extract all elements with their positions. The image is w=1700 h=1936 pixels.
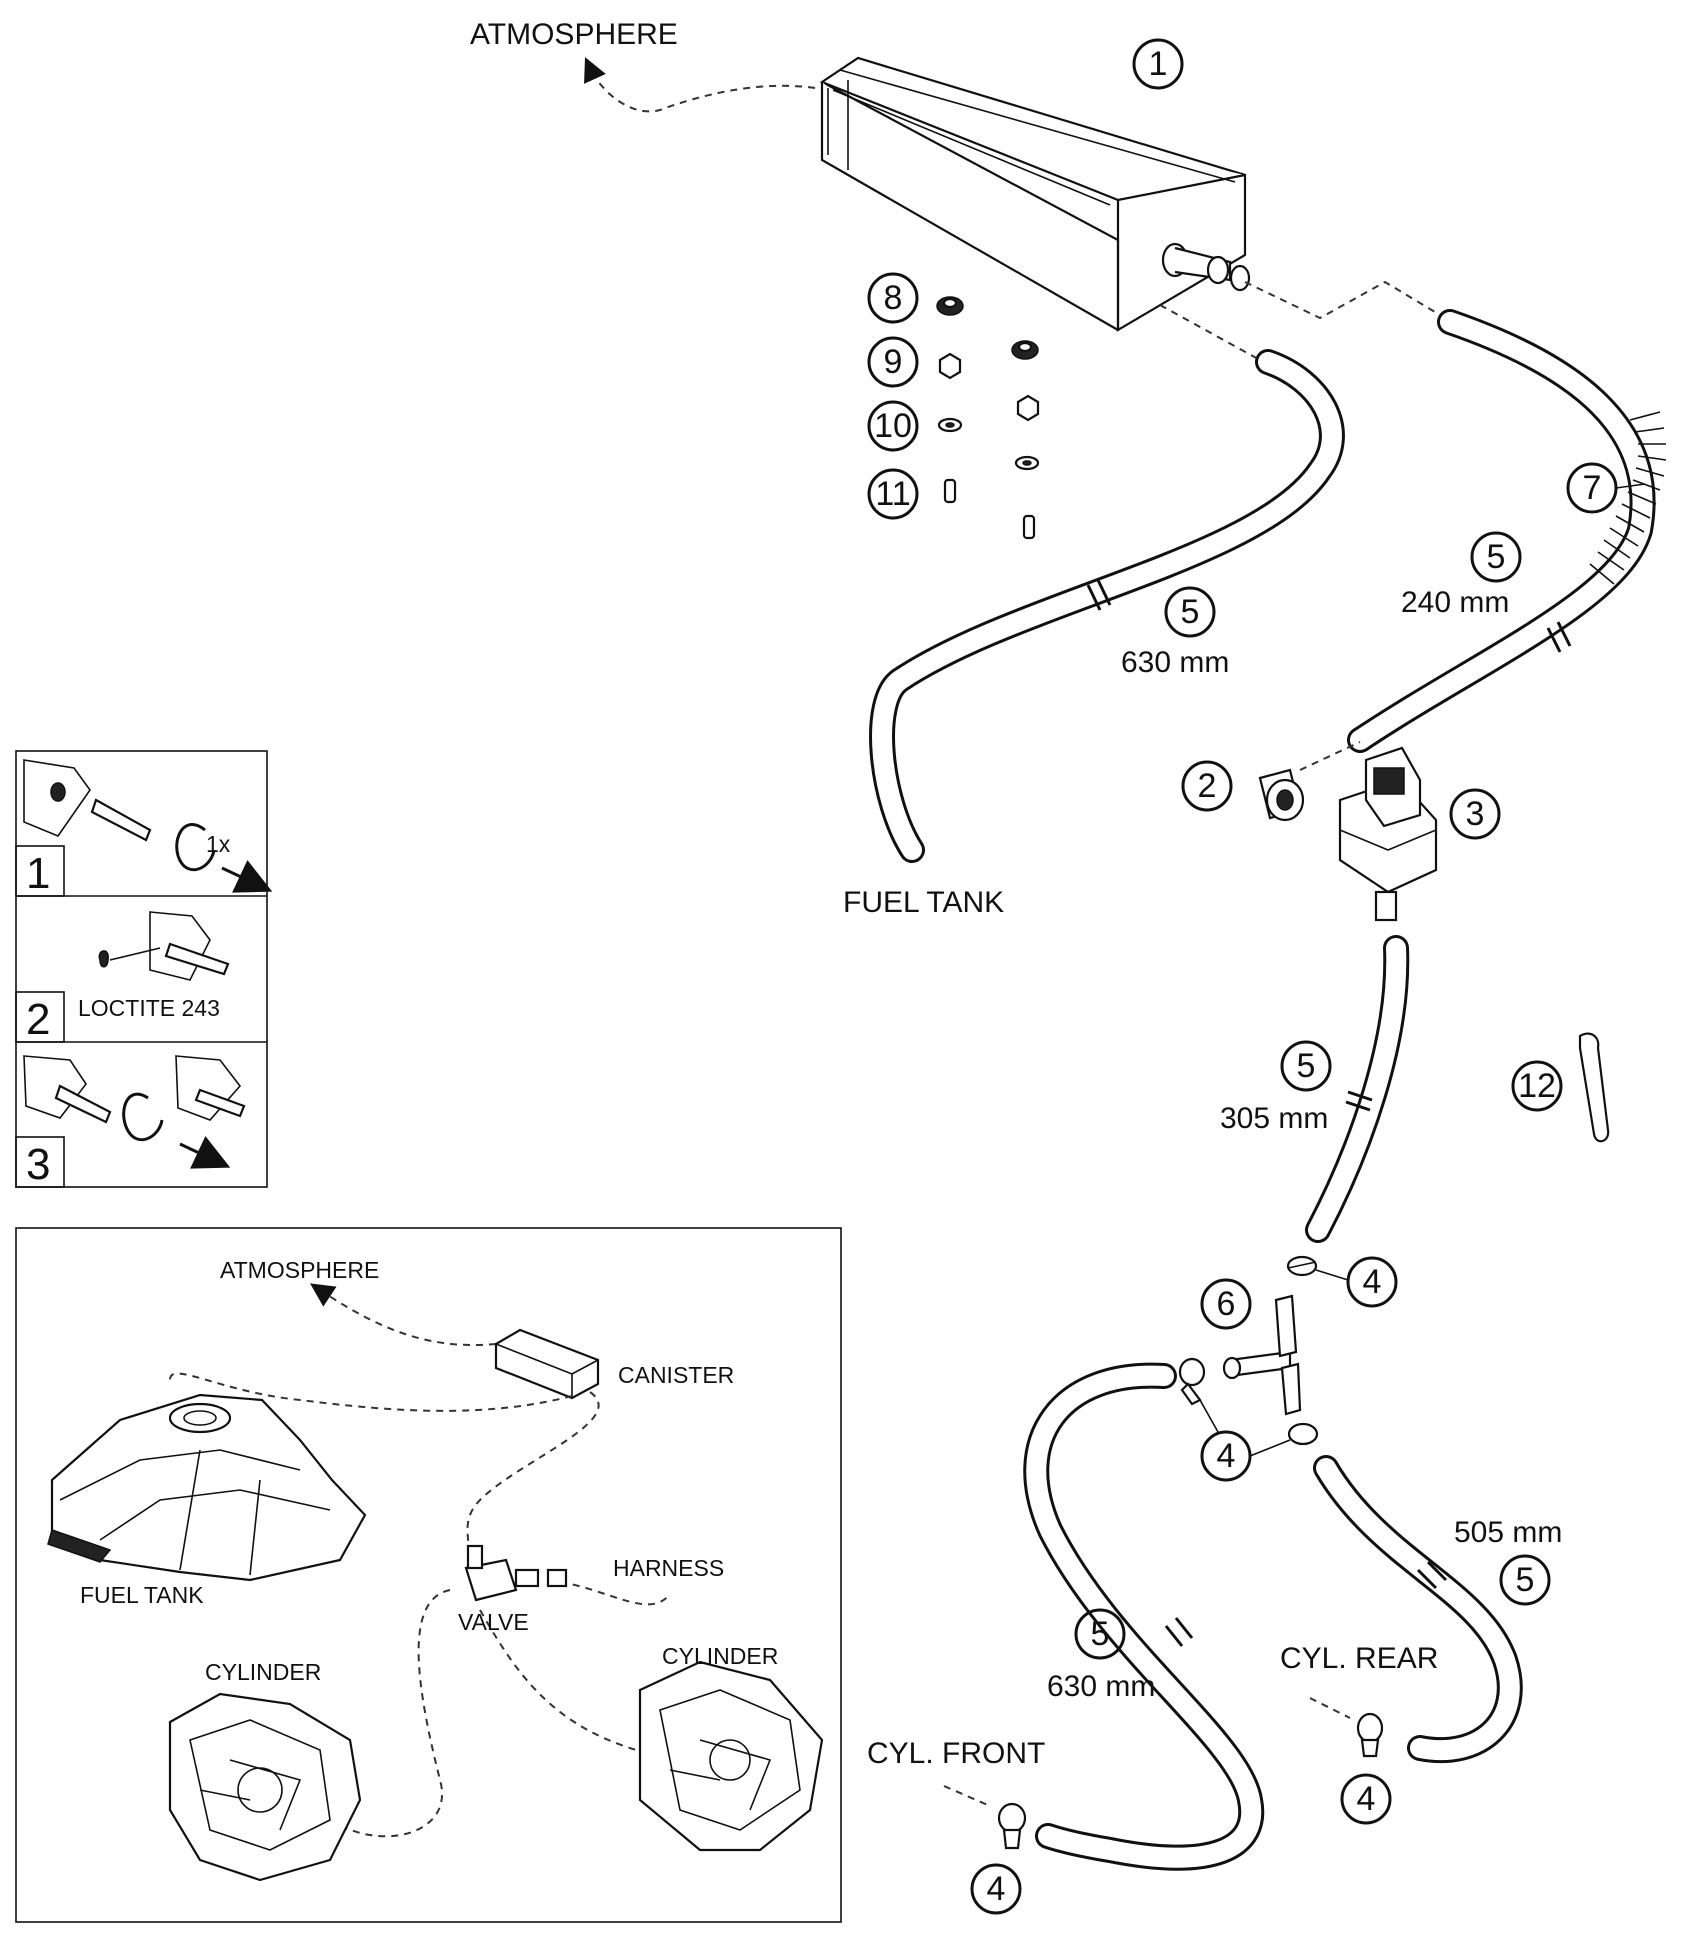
cable-tie-part-12 <box>1578 1032 1610 1143</box>
hose-305 <box>1305 935 1410 1243</box>
outlet-dash-left <box>1159 304 1261 361</box>
callout-5-upper-right: 5 <box>1470 531 1522 583</box>
hose-length-630-lower: 630 mm <box>1047 1670 1155 1703</box>
callout-12: 12 <box>1511 1060 1563 1112</box>
svg-text:11: 11 <box>875 475 910 513</box>
svg-text:5: 5 <box>1516 1561 1535 1599</box>
hose-630-to-fuel-tank <box>869 349 1345 863</box>
purge-valve-part-3 <box>1338 746 1438 922</box>
schematic-cylinder-left-label: CYLINDER <box>205 1659 321 1685</box>
cyl-rear-label: CYL. REAR <box>1280 1642 1438 1675</box>
svg-text:4: 4 <box>1363 1263 1382 1301</box>
callout-7: 7 <box>1566 462 1646 514</box>
hose-length-240: 240 mm <box>1401 586 1509 619</box>
callout-5-lower-left: 5 <box>1074 1608 1126 1660</box>
callout-4-rear: 4 <box>1340 1773 1392 1825</box>
svg-text:10: 10 <box>874 407 912 445</box>
svg-text:5: 5 <box>1181 593 1200 631</box>
callout-8: 8 <box>867 272 919 324</box>
svg-text:7: 7 <box>1583 469 1602 507</box>
svg-text:1: 1 <box>1149 45 1168 83</box>
rubber-grommet-parts <box>936 296 1039 360</box>
hose-clamp-left <box>1178 1357 1206 1406</box>
step-1-number: 1 <box>26 849 50 898</box>
system-schematic-panel <box>15 1227 842 1923</box>
hose-clamp-right <box>1287 1422 1319 1446</box>
schematic-atmosphere-label: ATMOSPHERE <box>220 1257 379 1283</box>
hose-630-front-cylinder <box>1023 1362 1265 1871</box>
schematic-valve-label: VALVE <box>458 1609 529 1635</box>
callout-5-lower-right: 5 <box>1499 1554 1551 1606</box>
callout-5-upper-left: 5 <box>1164 586 1216 638</box>
outlet-dash-right <box>1244 280 1446 320</box>
schematic-cylinder-right-label: CYLINDER <box>662 1643 778 1669</box>
svg-text:5: 5 <box>1091 1615 1110 1653</box>
callout-1: 1 <box>1132 38 1184 90</box>
spacer-nut-parts <box>938 352 1040 422</box>
hose-length-630-upper: 630 mm <box>1121 646 1229 679</box>
atmosphere-label: ATMOSPHERE <box>470 18 678 51</box>
svg-text:4: 4 <box>1217 1437 1236 1475</box>
assembly-steps-panel <box>15 750 273 1188</box>
callout-4-front: 4 <box>970 1863 1022 1915</box>
fuel-tank-label: FUEL TANK <box>843 886 1004 919</box>
rear-cylinder-nipple <box>1309 1697 1384 1758</box>
callout-11: 11 <box>867 468 919 520</box>
svg-text:3: 3 <box>1466 795 1485 833</box>
callout-4-middle: 4 <box>1199 1399 1291 1482</box>
svg-text:6: 6 <box>1217 1285 1236 1323</box>
step-2-number: 2 <box>26 995 50 1044</box>
callout-2: 2 <box>1181 760 1233 812</box>
charcoal-canister <box>819 56 1251 332</box>
hose-length-305: 305 mm <box>1220 1102 1328 1135</box>
step-3-number: 3 <box>26 1140 50 1189</box>
svg-text:5: 5 <box>1297 1047 1316 1085</box>
schematic-canister-label: CANISTER <box>618 1362 734 1388</box>
hose-clamp-upper <box>1286 1255 1318 1277</box>
svg-text:12: 12 <box>1518 1067 1556 1105</box>
hose-505-rear-cylinder <box>1313 1455 1523 1764</box>
washer-parts <box>937 417 1040 471</box>
hose-240-with-sleeve <box>1347 309 1667 753</box>
hose-length-505: 505 mm <box>1454 1516 1562 1549</box>
svg-text:8: 8 <box>884 279 903 317</box>
callout-10: 10 <box>867 400 919 452</box>
front-cylinder-nipple <box>943 1785 1027 1850</box>
screw-parts <box>943 478 1036 540</box>
svg-text:4: 4 <box>1357 1780 1376 1818</box>
schematic-fuel-tank-label: FUEL TANK <box>80 1582 204 1608</box>
svg-text:4: 4 <box>987 1870 1006 1908</box>
t-piece-part-6 <box>1222 1294 1302 1416</box>
schematic-harness-label: HARNESS <box>613 1555 724 1581</box>
callout-3: 3 <box>1449 788 1501 840</box>
svg-text:2: 2 <box>1198 767 1217 805</box>
callout-5-middle: 5 <box>1280 1040 1332 1092</box>
callout-6: 6 <box>1200 1278 1252 1330</box>
callout-9: 9 <box>867 336 919 388</box>
cyl-front-label: CYL. FRONT <box>867 1737 1045 1770</box>
atmosphere-vent-line <box>584 57 816 113</box>
hose-connector-part-2 <box>1258 741 1361 822</box>
svg-text:9: 9 <box>884 343 903 381</box>
svg-text:5: 5 <box>1487 538 1506 576</box>
step-2-note: LOCTITE 243 <box>78 995 220 1021</box>
step-1-note: 1x <box>206 831 231 857</box>
callout-4-upper: 4 <box>1315 1256 1398 1308</box>
